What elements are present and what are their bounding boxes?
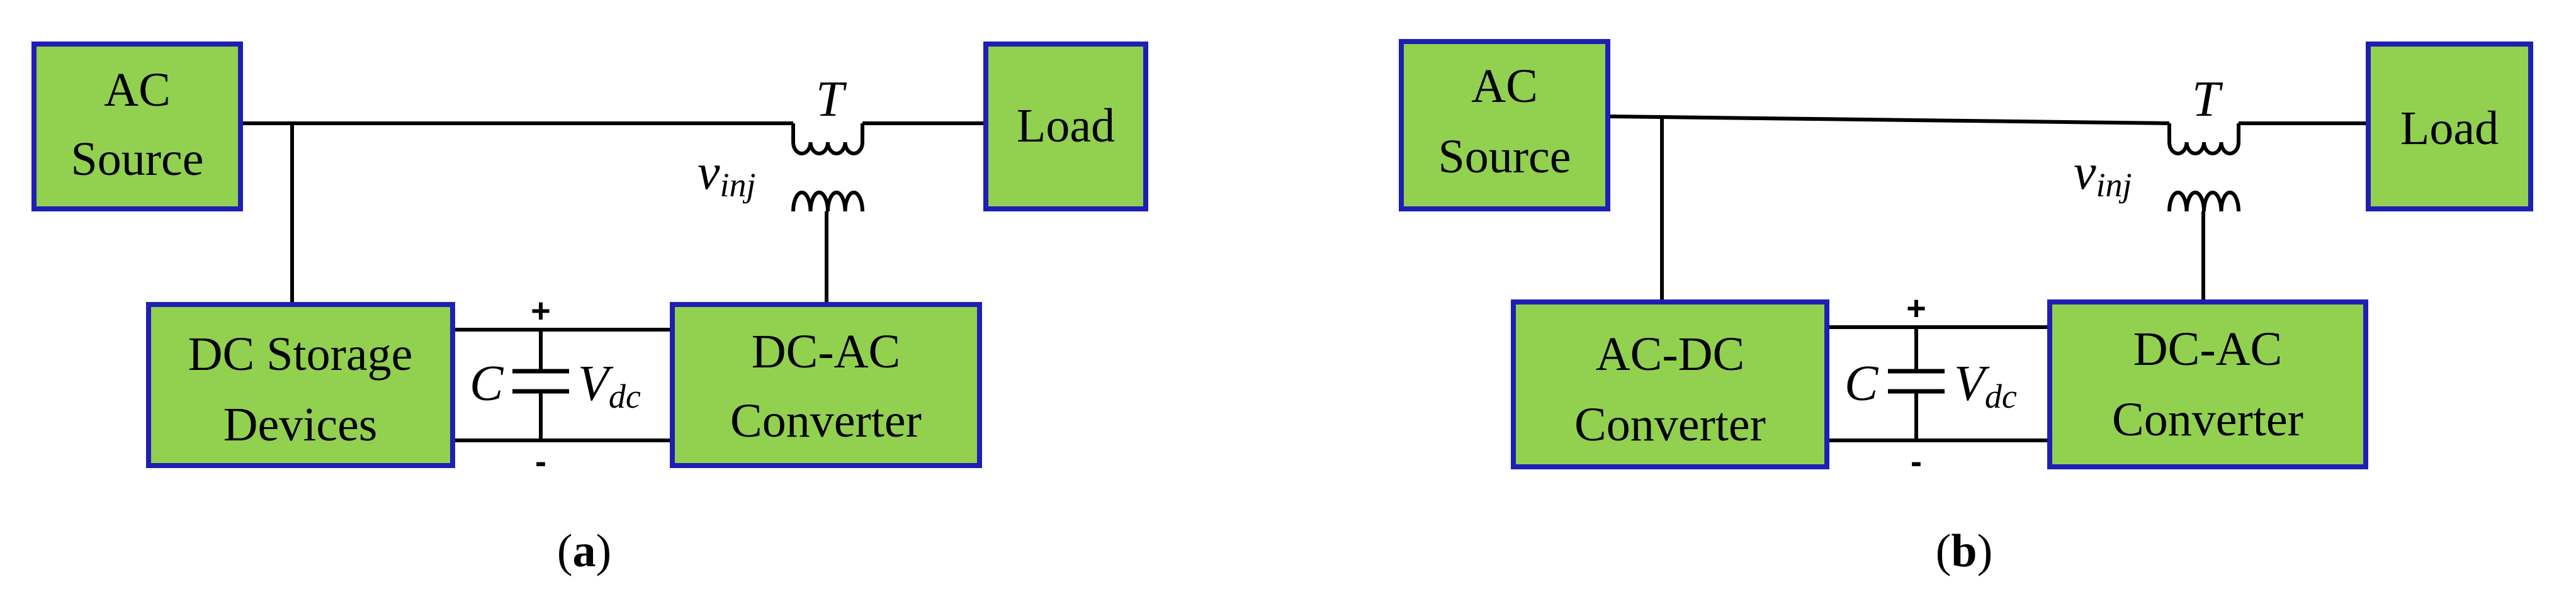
dc-ac-converter-label-line2: Converter	[2112, 393, 2303, 446]
dc-ac-converter-block: DC-AC Converter	[2047, 299, 2368, 469]
transformer-primary-coil	[791, 142, 864, 155]
ac-source-label-line2: Source	[1438, 130, 1571, 183]
capacitor-label: C	[470, 356, 504, 411]
dc-storage-block: DC Storage Devices	[146, 302, 455, 468]
transformer-label: T	[2192, 72, 2223, 127]
minus-sign: -	[1911, 443, 1922, 481]
plus-sign: +	[1906, 289, 1926, 327]
transformer-label: T	[816, 72, 847, 127]
load-block: Load	[2366, 42, 2533, 211]
ac-dc-converter-block: AC-DC Converter	[1511, 299, 1829, 469]
caption-a: (a)	[557, 525, 611, 577]
panel-b: + - C Vdc T vinj AC Source Load AC-DC Co…	[1399, 39, 2533, 577]
load-label: Load	[1017, 99, 1115, 152]
dc-ac-converter-label-line1: DC-AC	[752, 325, 900, 378]
vinj-label: vinj	[698, 145, 756, 204]
minus-sign: -	[535, 443, 546, 481]
capacitor-label: C	[1844, 356, 1879, 411]
dc-storage-label-line1: DC Storage	[188, 328, 413, 381]
dc-storage-label-line2: Devices	[223, 398, 378, 451]
dc-ac-converter-label-line1: DC-AC	[2133, 323, 2282, 376]
load-label: Load	[2400, 102, 2499, 155]
ac-source-label-line1: AC	[1471, 60, 1538, 113]
transformer-secondary-coil	[791, 191, 864, 212]
ac-dc-converter-label-line2: Converter	[1574, 398, 1766, 451]
transformer-primary-coil	[2167, 142, 2240, 155]
panel-a: + - C Vdc T vinj AC Source Load DC Stora…	[31, 42, 1148, 577]
ac-dc-converter-label-line1: AC-DC	[1596, 328, 1744, 381]
plus-sign: +	[531, 292, 551, 330]
transformer-secondary-coil	[2167, 191, 2240, 212]
dc-ac-converter-label-line2: Converter	[730, 394, 922, 447]
ac-source-block: AC Source	[31, 42, 243, 211]
vdc-label: Vdc	[1954, 356, 2017, 415]
bus-wire-left	[1607, 115, 2170, 125]
ac-source-block: AC Source	[1399, 39, 1610, 211]
ac-source-label-line2: Source	[71, 133, 203, 186]
dc-ac-converter-block: DC-AC Converter	[670, 302, 982, 468]
vdc-label: Vdc	[578, 356, 641, 415]
ac-source-label-line1: AC	[104, 64, 171, 116]
caption-b: (b)	[1936, 525, 1992, 577]
vinj-label: vinj	[2074, 145, 2132, 204]
load-block: Load	[983, 42, 1148, 211]
